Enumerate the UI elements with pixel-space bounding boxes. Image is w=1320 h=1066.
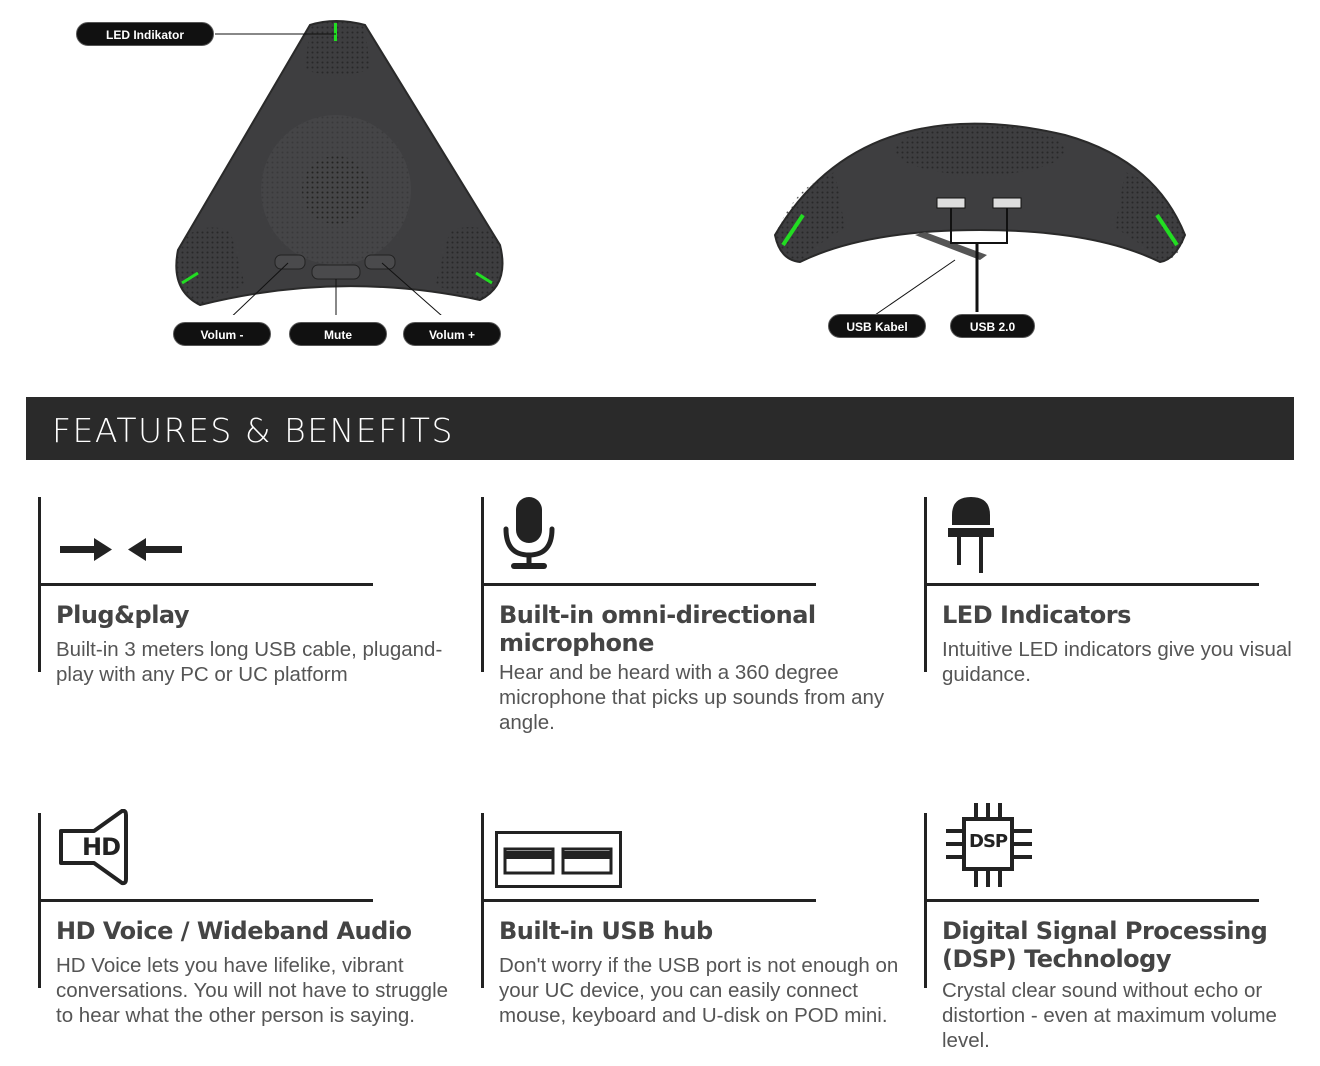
feature-title: Built-in omni-directional microphone	[499, 601, 816, 657]
feature-title: Built-in USB hub	[499, 917, 713, 945]
features-header-bar: FEATURES & BENEFITS	[26, 397, 1294, 460]
divider	[481, 583, 816, 586]
feature-usb-hub: Built-in USB hub Don't worry if the USB …	[481, 813, 898, 1063]
section-title: FEATURES & BENEFITS	[52, 411, 454, 450]
feature-title: Digital Signal Processing (DSP) Technolo…	[942, 917, 1268, 973]
feature-dsp: DSP Digital Signal Processing (DSP) Tech…	[924, 803, 1320, 1063]
feature-title: Plug&play	[56, 601, 190, 629]
divider	[481, 899, 816, 902]
feature-led-indicators: LED Indicators Intuitive LED indicators …	[924, 497, 1320, 697]
volume-up-label: Volum +	[403, 322, 501, 346]
speakerphone-top-view	[175, 20, 504, 315]
divider	[38, 583, 373, 586]
microphone-icon	[503, 497, 555, 569]
usb-hub-icon	[495, 831, 622, 888]
hd-text: HD	[82, 833, 121, 861]
divider	[924, 899, 1259, 902]
usb-port-label: USB 2.0	[950, 314, 1035, 338]
feature-description: Built-in 3 meters long USB cable, plugan…	[56, 638, 443, 686]
divider	[38, 899, 373, 902]
led-icon	[948, 497, 994, 573]
mute-label: Mute	[289, 322, 387, 346]
usb-cable-label: USB Kabel	[828, 314, 926, 338]
feature-description: Don't worry if the USB port is not enoug…	[499, 954, 899, 1027]
feature-hd-voice: HD HD Voice / Wideband Audio HD Voice le…	[38, 809, 448, 1063]
feature-description: Crystal clear sound without echo or dist…	[942, 979, 1277, 1052]
divider	[924, 583, 1259, 586]
dsp-chip-icon: DSP	[944, 801, 1034, 889]
feature-microphone: Built-in omni-directional microphone Hea…	[481, 497, 884, 737]
feature-title: HD Voice / Wideband Audio	[56, 917, 412, 945]
feature-description: Hear and be heard with a 360 degree micr…	[499, 661, 885, 734]
feature-title: LED Indicators	[942, 601, 1131, 629]
dsp-text: DSP	[969, 831, 1008, 852]
hd-speaker-icon: HD	[58, 809, 130, 887]
volume-down-label: Volum -	[173, 322, 271, 346]
speakerphone-side-view	[773, 122, 1187, 316]
feature-description: Intuitive LED indicators give you visual…	[942, 638, 1292, 686]
led-indicator-label: LED Indikator	[76, 22, 214, 46]
feature-plug-and-play: Plug&play Built-in 3 meters long USB cab…	[38, 497, 442, 697]
arrows-converge-icon	[60, 538, 182, 561]
feature-description: HD Voice lets you have lifelike, vibrant…	[56, 954, 449, 1027]
